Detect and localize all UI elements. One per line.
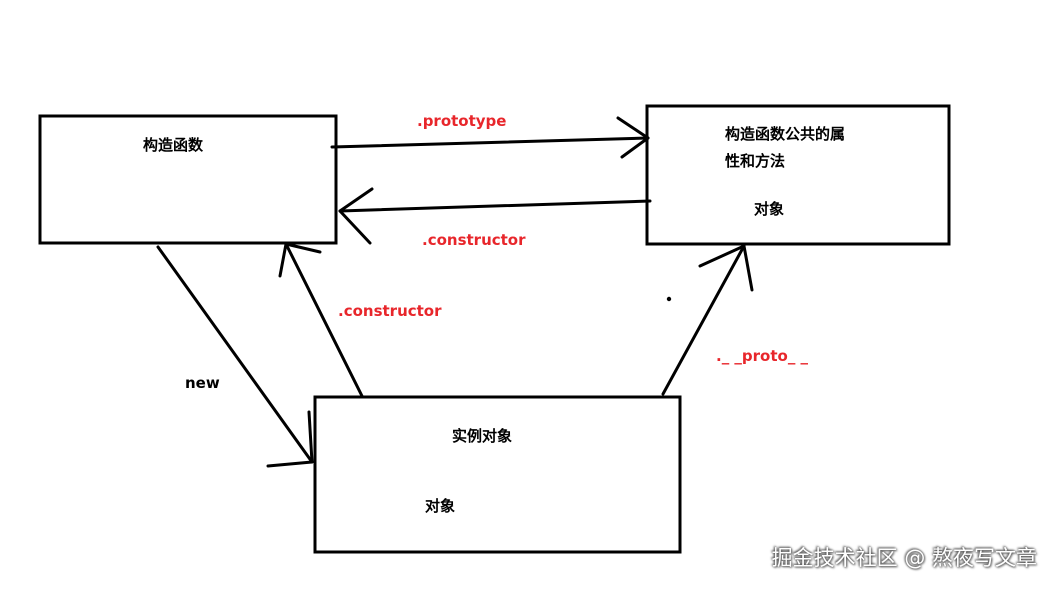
constructor-left-edge-label: .constructor [338, 302, 442, 320]
prototype-obj-subtitle: 对象 [754, 200, 785, 218]
stray-dot [666, 296, 672, 302]
prototype-obj-box [645, 104, 951, 246]
proto-edge-label: ._ _proto_ _ [716, 347, 809, 365]
constructor-fn-title: 构造函数 [143, 136, 204, 154]
new-edge-label: new [185, 374, 220, 392]
new-arrow [156, 245, 314, 468]
prototype-obj-title-line1: 构造函数公共的属 [725, 125, 846, 143]
watermark: 掘金技术社区 @ 熬夜写文章 [771, 546, 1037, 570]
constructor-left-arrow [278, 242, 364, 398]
instance-obj-title: 实例对象 [452, 427, 513, 445]
prototype-edge-label: .prototype [417, 112, 507, 130]
prototype-obj-title-line2: 性和方法 [725, 152, 786, 170]
instance-obj-subtitle: 对象 [425, 497, 456, 515]
proto-arrow [661, 244, 754, 396]
instance-obj-box [313, 395, 682, 554]
constructor-top-arrow [338, 187, 652, 245]
prototype-arrow [330, 116, 650, 159]
constructor-top-edge-label: .constructor [422, 231, 526, 249]
constructor-fn-box [38, 114, 338, 245]
